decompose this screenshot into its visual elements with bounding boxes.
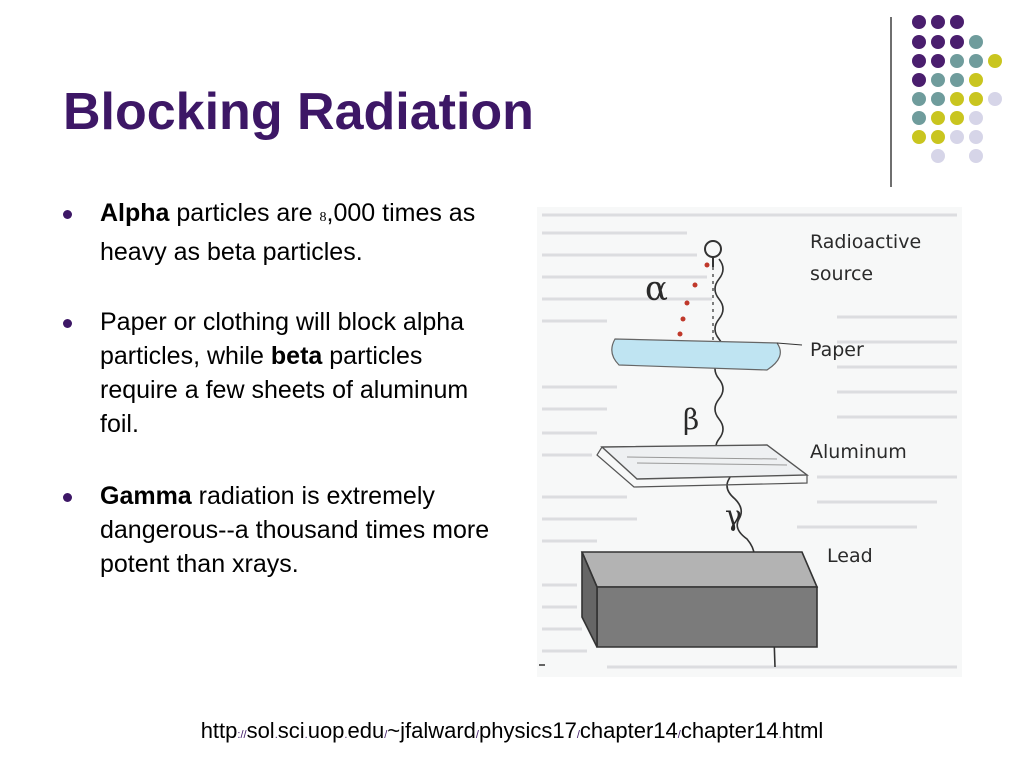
lead-block-front — [596, 586, 818, 648]
decor-vertical-line — [890, 17, 892, 187]
label-radioactive: Radioactive — [810, 231, 922, 253]
aluminum-sheet — [600, 444, 810, 480]
bullet-alpha: Alpha particles are 8,000 times as heavy… — [60, 196, 500, 269]
gamma-symbol: γ — [725, 499, 742, 532]
bullet-list: Alpha particles are 8,000 times as heavy… — [60, 196, 500, 619]
decor-dot-grid — [912, 15, 1002, 163]
beta-symbol: β — [683, 403, 700, 436]
label-paper: Paper — [810, 339, 864, 361]
paper-sheet — [611, 338, 781, 371]
alpha-symbol: α — [645, 269, 668, 309]
source-url: http://sol.sci.uop.edu/~jfalward/physics… — [200, 718, 824, 743]
label-aluminum: Aluminum — [810, 441, 907, 463]
bullet-gamma: Gamma radiation is extremely dangerous--… — [60, 479, 500, 581]
label-lead: Lead — [827, 545, 873, 567]
alpha-particles — [677, 262, 710, 337]
bullet-beta: Paper or clothing will block alpha parti… — [60, 305, 500, 441]
gamma-wave-path — [714, 258, 776, 668]
label-source: source — [810, 263, 874, 285]
diagram-drawing — [539, 213, 957, 669]
lead-block-side — [581, 551, 598, 648]
slide-title: Blocking Radiation — [63, 83, 534, 141]
radiation-blocking-diagram: Radioactive source Paper Aluminum Lead α… — [537, 207, 962, 677]
lead-block-top — [580, 551, 819, 588]
source-circle — [704, 240, 722, 258]
background-text-texture — [542, 213, 957, 669]
